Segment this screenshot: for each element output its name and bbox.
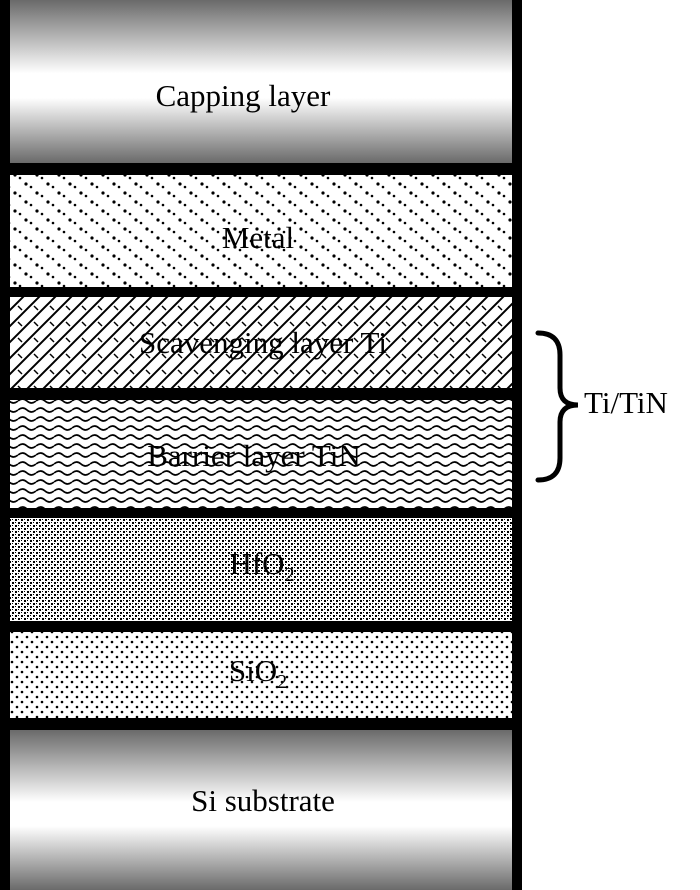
bracket-label: Ti/TiN (584, 385, 668, 420)
layer-hfo2-label-main: HfO (229, 546, 284, 581)
layer-sio2-label-main: SiO (229, 653, 277, 688)
layer-capping-label: Capping layer (156, 78, 331, 113)
layer-substrate-label: Si substrate (191, 783, 335, 818)
layer-scavenging: Scavenging layer Ti (10, 297, 512, 388)
layer-barrier: Barrier layer TiN (10, 400, 512, 508)
layer-metal: Metal (10, 175, 512, 287)
layer-hfo2: HfO2 (10, 518, 512, 621)
layer-substrate: Si substrate (10, 730, 512, 890)
layer-hfo2-label: HfO2 (229, 546, 294, 585)
layer-sio2-label-sub: 2 (277, 671, 287, 693)
layer-sio2: SiO2 (10, 632, 512, 718)
layer-capping: Capping layer (10, 0, 512, 163)
curly-bracket (535, 330, 579, 483)
layer-metal-label: Metal (222, 220, 294, 255)
layer-hfo2-label-sub: 2 (285, 564, 295, 586)
layer-barrier-label: Barrier layer TiN (147, 438, 361, 473)
layer-scavenging-label: Scavenging layer Ti (139, 325, 387, 360)
layer-sio2-label: SiO2 (229, 653, 287, 692)
